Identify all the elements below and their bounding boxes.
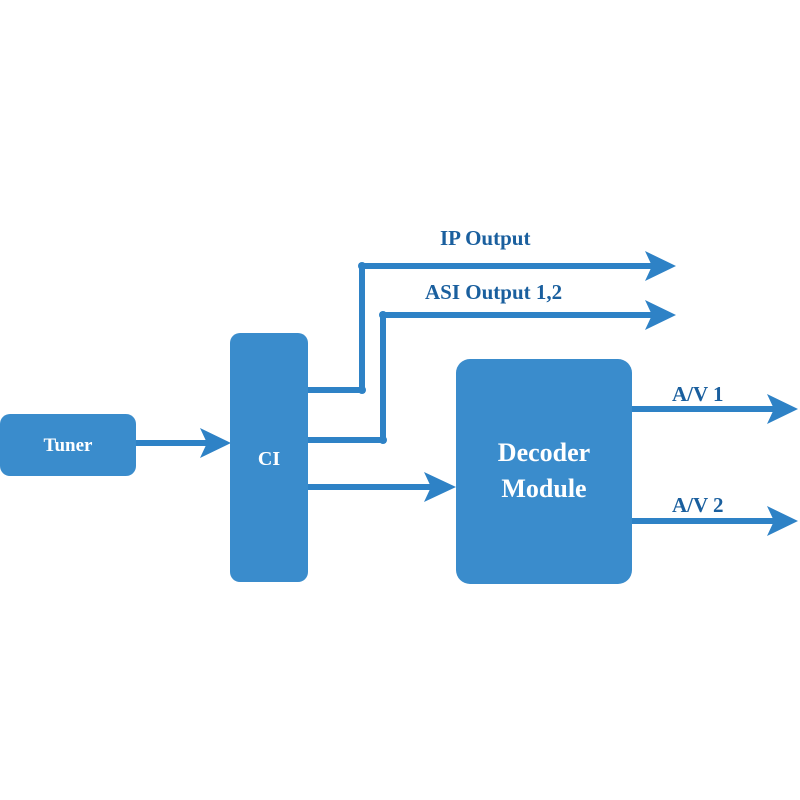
junction-dot [379,436,387,444]
junction-dot [358,262,366,270]
decoder-label-line2: Module [501,474,586,503]
blocks [0,333,632,584]
arrowheads [200,251,798,536]
ip-output-label: IP Output [440,226,530,250]
junction-dot [358,386,366,394]
tuner-block [0,414,136,476]
connections [136,263,782,524]
junction-dot [379,311,387,319]
asi-output-line [308,312,658,443]
junctions [358,262,387,444]
asi-output-arrowhead [645,300,676,330]
av2-output-arrowhead [767,506,798,536]
av1-output-arrowhead [767,394,798,424]
asi-output-label: ASI Output 1,2 [425,280,562,304]
av2-label: A/V 2 [672,493,724,517]
av1-label: A/V 1 [672,382,724,406]
tuner-label: Tuner [44,435,93,456]
tuner-to-ci-arrowhead [200,428,231,458]
ci-to-decoder-arrowhead [424,472,456,502]
ip-output-arrowhead [645,251,676,281]
ci-block [230,333,308,582]
ip-output-line [308,263,658,393]
decoder-label-line1: Decoder [498,438,590,467]
decoder-module-block [456,359,632,584]
ci-label: CI [258,448,280,470]
